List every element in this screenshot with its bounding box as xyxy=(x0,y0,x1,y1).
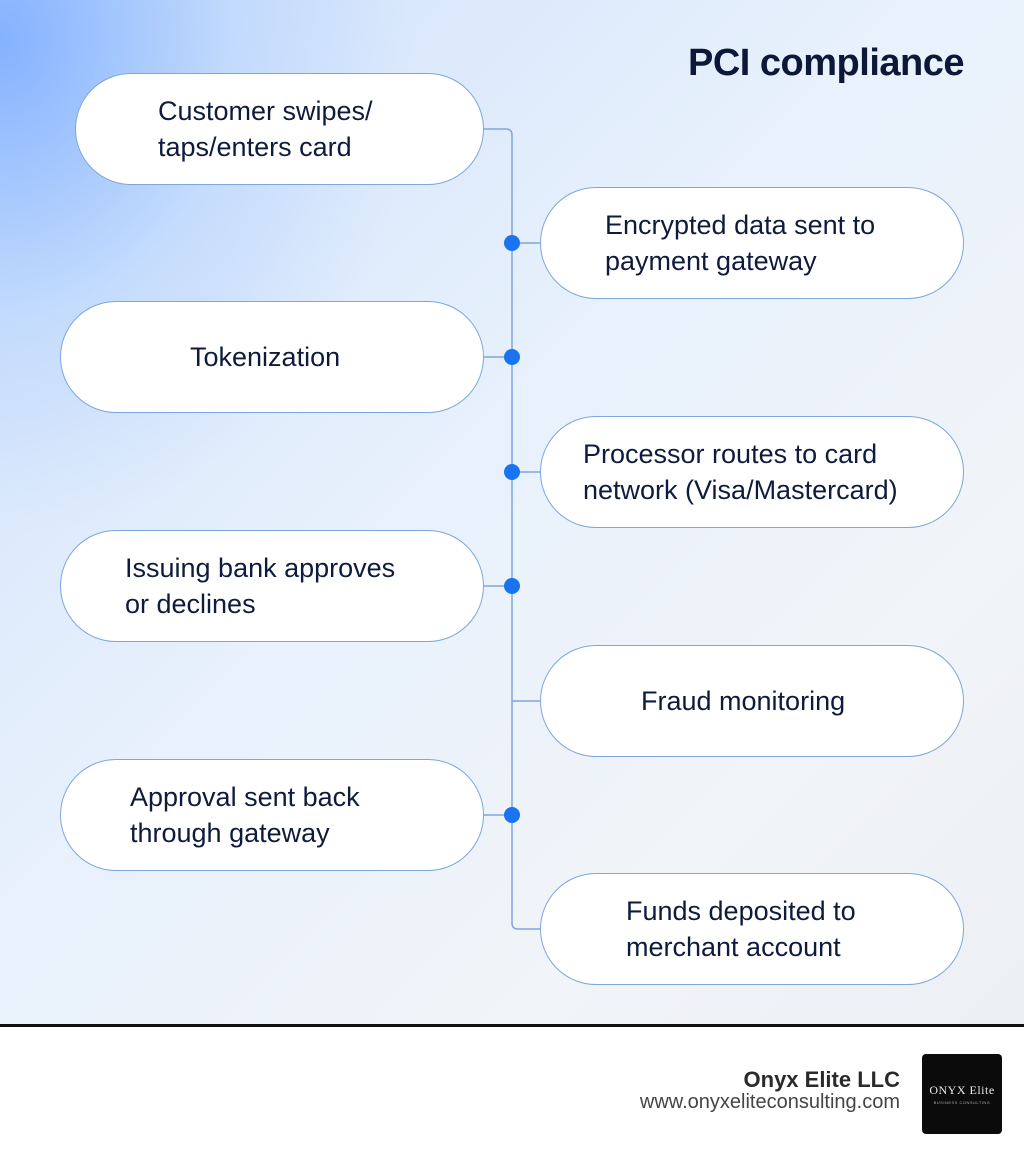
node-dot-1 xyxy=(504,235,520,251)
node-dot-4 xyxy=(504,578,520,594)
branding-footer: Onyx Elite LLC www.onyxeliteconsulting.c… xyxy=(0,1024,1024,1154)
spine-line xyxy=(484,128,540,930)
step-customer-card-entry: Customer swipes/ taps/enters card xyxy=(75,73,484,185)
connector-layer xyxy=(484,128,540,930)
step-label: Fraud monitoring xyxy=(641,686,846,716)
company-website[interactable]: www.onyxeliteconsulting.com xyxy=(639,1091,900,1113)
step-tokenization: Tokenization xyxy=(60,301,484,413)
step-label: Issuing bank approves or declines xyxy=(125,553,396,619)
step-label: Customer swipes/ taps/enters card xyxy=(158,96,373,162)
diagram-title: PCI compliance xyxy=(688,42,964,84)
step-issuing-bank-decision: Issuing bank approves or declines xyxy=(60,530,484,642)
company-logo: ONYX Elite BUSINESS CONSULTING xyxy=(922,1054,1002,1134)
node-dot-5 xyxy=(504,807,520,823)
company-name: Onyx Elite LLC xyxy=(743,1067,900,1092)
step-label: Processor routes to card network (Visa/M… xyxy=(583,439,898,505)
step-approval-sent-back: Approval sent back through gateway xyxy=(60,759,484,871)
step-fraud-monitoring: Fraud monitoring xyxy=(540,645,964,757)
step-label: Tokenization xyxy=(190,342,341,372)
step-encrypted-data-to-gateway: Encrypted data sent to payment gateway xyxy=(540,187,964,299)
diagram-canvas: PCI compliance Customer swipes/ taps/ent… xyxy=(0,0,1024,1024)
node-dot-2 xyxy=(504,349,520,365)
logo-wordmark: ONYX Elite xyxy=(929,1083,995,1097)
step-label: Funds deposited to merchant account xyxy=(626,896,856,962)
node-dot-3 xyxy=(504,464,520,480)
step-processor-routes-network: Processor routes to card network (Visa/M… xyxy=(540,416,964,528)
step-label: Approval sent back through gateway xyxy=(130,782,360,848)
logo-tagline: BUSINESS CONSULTING xyxy=(933,1100,991,1105)
step-label: Encrypted data sent to payment gateway xyxy=(605,210,876,276)
step-funds-deposited: Funds deposited to merchant account xyxy=(540,873,964,985)
